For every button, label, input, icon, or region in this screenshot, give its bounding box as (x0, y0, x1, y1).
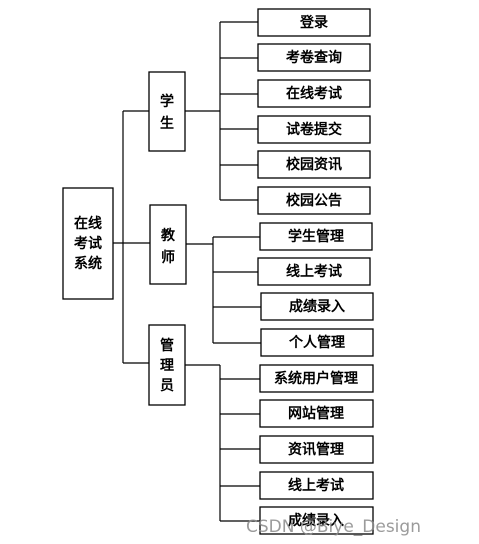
branch-node-teacher: 教 师 (149, 204, 187, 285)
leaf-label: 登录 (299, 14, 328, 31)
leaf-node: 个人管理 (260, 328, 374, 357)
leaf-node: 校园资讯 (257, 150, 371, 179)
leaf-node: 试卷提交 (257, 115, 371, 144)
root-label-line-1: 在线 (74, 215, 102, 232)
branch-admin-char-3: 员 (160, 378, 174, 394)
branch-student-char-1: 学 (160, 93, 174, 110)
branch-admin-char-1: 管 (160, 337, 174, 354)
leaf-label: 考卷查询 (286, 49, 342, 66)
leaf-label: 校园公告 (286, 192, 342, 209)
leaf-label: 成绩录入 (289, 298, 345, 315)
root-node: 在线 考试 系统 (62, 187, 114, 300)
leaf-node: 登录 (257, 8, 371, 37)
leaf-label: 个人管理 (288, 334, 345, 351)
leaf-label: 资讯管理 (288, 441, 344, 458)
leaf-label: 系统用户管理 (274, 370, 358, 387)
student-leaves: 登录 考卷查询 在线考试 试卷提交 校园资讯 校园公告 (257, 8, 371, 215)
branch-teacher-char-1: 教 (161, 227, 176, 244)
leaf-label: 网站管理 (288, 405, 344, 422)
leaf-node: 资讯管理 (259, 435, 374, 464)
leaf-node: 考卷查询 (257, 43, 371, 72)
leaf-node: 在线考试 (257, 79, 371, 108)
leaf-node: 成绩录入 (260, 292, 374, 321)
admin-leaves: 系统用户管理 网站管理 资讯管理 线上考试 成绩录入 (259, 364, 374, 535)
leaf-label: 线上考试 (288, 477, 344, 494)
leaf-label: 线上考试 (286, 263, 342, 280)
leaf-node: 校园公告 (257, 186, 371, 215)
branch-student-char-2: 生 (160, 115, 174, 132)
leaf-label: 试卷提交 (286, 121, 342, 138)
leaf-node: 网站管理 (259, 399, 374, 428)
leaf-node: 学生管理 (259, 222, 373, 251)
leaf-node: 线上考试 (257, 257, 371, 286)
branch-admin-char-2: 理 (160, 358, 174, 374)
teacher-leaves: 学生管理 线上考试 成绩录入 个人管理 (257, 222, 374, 357)
leaf-node: 成绩录入 (259, 506, 374, 535)
leaf-label: 在线考试 (286, 85, 342, 102)
branch-node-student: 学 生 (148, 71, 186, 152)
leaf-label: 学生管理 (288, 228, 344, 245)
leaf-label: 校园资讯 (286, 156, 342, 173)
branch-node-admin: 管 理 员 (148, 324, 186, 406)
watermark-text: CSDN @Biye_Design (246, 517, 421, 537)
leaf-node: 系统用户管理 (259, 364, 374, 393)
branch-teacher-char-2: 师 (161, 249, 175, 266)
leaf-label: 成绩录入 (288, 512, 344, 529)
root-label-line-3: 系统 (74, 255, 102, 272)
leaf-node: 线上考试 (259, 471, 374, 500)
root-label-line-2: 考试 (74, 235, 102, 252)
connector-lines (113, 21, 261, 522)
